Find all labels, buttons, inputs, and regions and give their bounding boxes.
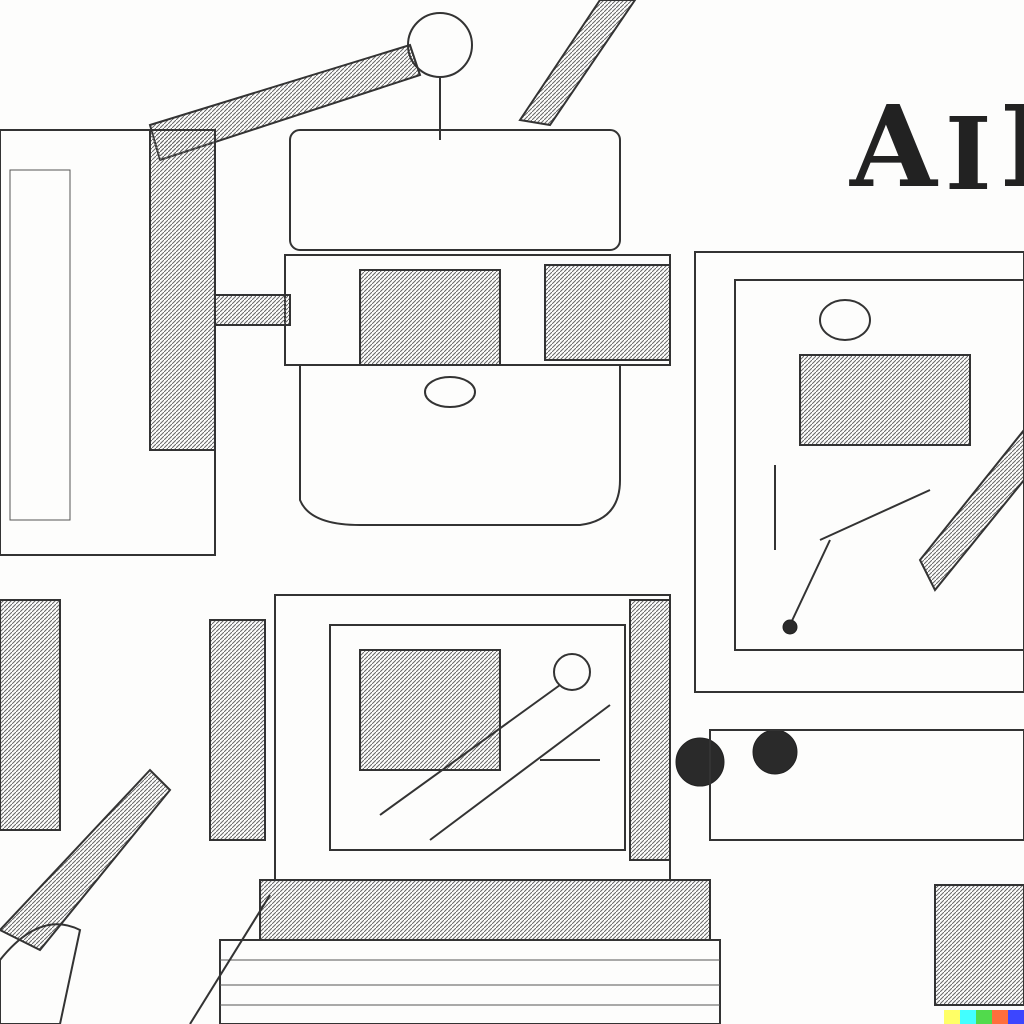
watermark-swatch [992, 1010, 1008, 1024]
letter-i: I [944, 95, 992, 213]
letter-r: R [1000, 92, 1024, 204]
watermark-swatch [944, 1010, 960, 1024]
crane-arm [148, 0, 637, 162]
center-monitor [274, 594, 671, 881]
letter-a: A [850, 82, 937, 213]
keyboard-desk [0, 729, 1024, 1024]
watermark-color-bar [944, 1010, 1024, 1024]
title-lettering: A I R [850, 82, 1024, 213]
watermark-swatch [1008, 1010, 1024, 1024]
watermark-swatch [960, 1010, 976, 1024]
watermark-swatch [976, 1010, 992, 1024]
robot-head [214, 129, 671, 526]
left-machine [0, 129, 266, 841]
right-monitor [694, 251, 1024, 693]
